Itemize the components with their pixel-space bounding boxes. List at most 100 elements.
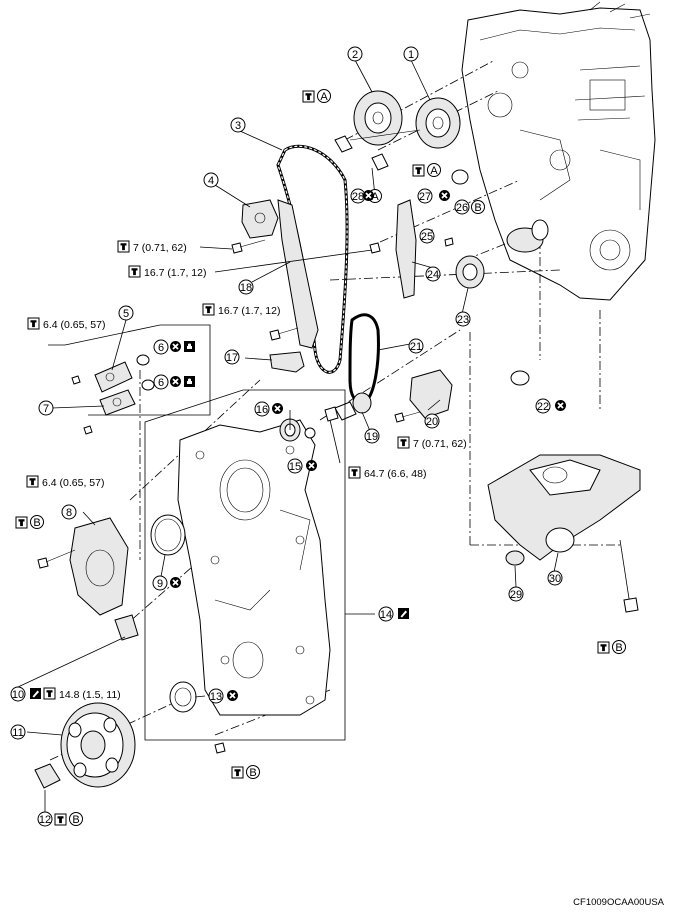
svg-text:24: 24 — [427, 269, 439, 281]
oil-pump-drive-spacer — [506, 219, 549, 253]
o-ring — [510, 370, 530, 386]
callout-3: 3 — [230, 117, 246, 133]
svg-text:12: 12 — [39, 814, 51, 826]
letter-references: A A A B B B B B — [15, 89, 626, 826]
intake-valve-timing-control-solenoid — [94, 361, 133, 393]
ref-b-26: B — [471, 200, 485, 214]
torque-wrench-icon — [302, 90, 315, 103]
torque-wrench-icon — [397, 436, 410, 449]
sealant-icon — [398, 608, 409, 619]
exhaust-valve-timing-control-solenoid — [99, 389, 136, 416]
svg-text:5: 5 — [123, 308, 129, 320]
do-not-reuse-icon — [438, 189, 451, 202]
oil-pump-collar — [505, 550, 525, 566]
oil-pump-sprocket — [334, 392, 372, 421]
callout-8: 8 — [61, 504, 77, 520]
callout-27: 27 — [417, 188, 433, 204]
svg-text:B: B — [474, 202, 481, 214]
torque-wrench-icon — [54, 813, 67, 826]
svg-text:6: 6 — [158, 342, 164, 354]
diagram-code: CF1009OCAA00USA — [573, 897, 664, 908]
svg-text:16.7 (1.7, 12): 16.7 (1.7, 12) — [144, 267, 206, 279]
callout-28: 28 — [350, 188, 366, 204]
callout-22: 22 — [535, 398, 551, 414]
callout-15: 15 — [287, 458, 303, 474]
svg-text:2: 2 — [352, 49, 358, 61]
svg-text:4: 4 — [208, 175, 214, 187]
callout-24: 24 — [425, 266, 441, 282]
water-pump-cover — [69, 517, 129, 616]
svg-text:A: A — [371, 191, 379, 203]
callout-25: 25 — [419, 228, 435, 244]
callout-4: 4 — [203, 172, 219, 188]
callout-6b: 6 — [153, 374, 169, 390]
water-pump-o-ring — [150, 514, 186, 556]
callout-21: 21 — [408, 338, 424, 354]
svg-text:13: 13 — [210, 691, 222, 703]
torque-wrench-icon — [15, 516, 28, 529]
svg-text:7 (0.71, 62): 7 (0.71, 62) — [133, 242, 187, 254]
svg-text:16: 16 — [256, 404, 268, 416]
svg-text:A: A — [320, 91, 328, 103]
svg-text:B: B — [615, 642, 622, 654]
ref-a-mid: A — [412, 163, 441, 177]
callout-16: 16 — [254, 401, 270, 417]
svg-text:17: 17 — [226, 352, 238, 364]
svg-text:6.4 (0.65, 57): 6.4 (0.65, 57) — [42, 477, 104, 489]
svg-text:11: 11 — [12, 727, 23, 739]
do-not-reuse-icon — [226, 689, 239, 702]
sealant-icon — [30, 688, 41, 699]
oil-pump-drive-chain — [348, 313, 380, 405]
do-not-reuse-icon — [271, 402, 284, 415]
callout-29: 29 — [508, 586, 524, 602]
leader-lines — [17, 59, 559, 812]
svg-text:7 (0.71, 62): 7 (0.71, 62) — [413, 438, 467, 450]
callout-9: 9 — [152, 575, 168, 591]
svg-text:3: 3 — [235, 120, 241, 132]
svg-text:B: B — [249, 767, 256, 779]
do-not-reuse-icon — [362, 189, 375, 202]
svg-text:28: 28 — [352, 191, 364, 203]
slack-guide — [277, 199, 319, 349]
cylinder-block — [461, 1, 656, 301]
callout-6a: 6 — [153, 339, 169, 355]
oil-pump — [487, 454, 641, 561]
do-not-reuse-icon — [169, 576, 182, 589]
front-cover-group-outline — [144, 389, 346, 741]
ref-b-8: B — [15, 515, 44, 529]
o-ring-upper — [451, 169, 469, 185]
crankshaft-position-sensor — [114, 614, 139, 641]
torque-wrench-icon — [27, 317, 40, 330]
camshaft-sprocket-bolts — [334, 129, 421, 171]
torque-wrench-icon — [128, 265, 141, 278]
svg-text:B: B — [33, 517, 40, 529]
crankshaft-pulley — [60, 702, 136, 788]
callout-23: 23 — [455, 311, 471, 327]
svg-text:19: 19 — [366, 431, 378, 443]
svg-text:6.4 (0.65, 57): 6.4 (0.65, 57) — [43, 319, 105, 331]
do-not-reuse-icon — [169, 375, 182, 388]
svg-text:A: A — [430, 165, 438, 177]
crankshaft-front-oil-seal — [169, 681, 197, 713]
svg-text:6: 6 — [158, 377, 164, 389]
do-not-reuse-icon — [169, 340, 182, 353]
svg-text:22: 22 — [537, 401, 549, 413]
intake-camshaft-sprocket — [353, 90, 403, 146]
svg-text:B: B — [72, 814, 79, 826]
svg-text:8: 8 — [66, 507, 72, 519]
callout-18: 18 — [238, 279, 254, 295]
torque-wrench-icon — [597, 641, 610, 654]
callout-30: 30 — [547, 570, 563, 586]
svg-text:20: 20 — [426, 416, 438, 428]
callout-numbers: 1 2 3 4 5 6 6 7 8 9 10 11 12 13 14 15 16… — [10, 46, 563, 827]
svg-text:26: 26 — [456, 202, 468, 214]
bolts — [37, 229, 454, 754]
svg-text:14.8 (1.5, 11): 14.8 (1.5, 11) — [59, 689, 121, 701]
callout-11: 11 — [10, 724, 26, 740]
tension-guide — [395, 199, 417, 299]
callout-20: 20 — [424, 413, 440, 429]
torque-wrench-icon — [43, 687, 56, 700]
svg-text:23: 23 — [457, 314, 469, 326]
do-not-reuse-icon — [305, 459, 318, 472]
